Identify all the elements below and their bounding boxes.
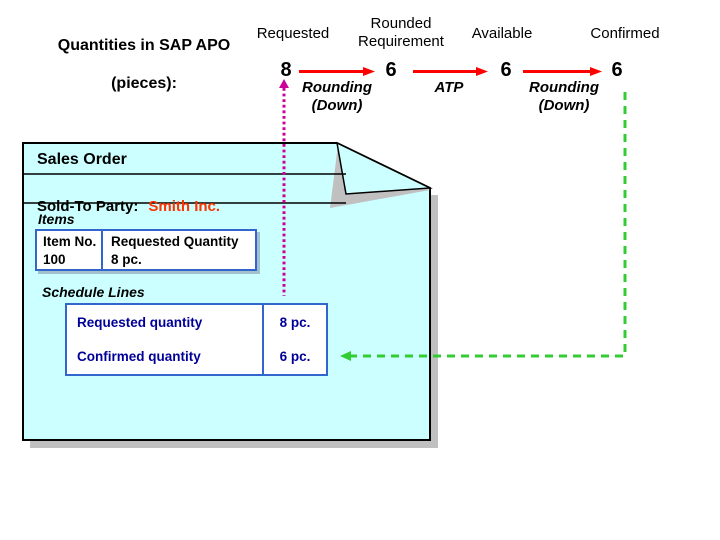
schedule-table-value-column: 8 pc. 6 pc. (264, 305, 326, 374)
column-header-rounded-requirement: Rounded Requirement (358, 15, 444, 50)
sales-order-title: Sales Order (37, 151, 127, 168)
value-available: 6 (500, 59, 512, 81)
document-shadow-bottom (30, 440, 438, 448)
arrow-rounding-2-head (590, 67, 602, 76)
items-col2-header: Requested Quantity (111, 234, 239, 249)
schedule-row-confirmed-value: 6 pc. (279, 349, 311, 365)
items-col1-header: Item No. (43, 234, 97, 249)
green-dashed-connector (351, 92, 627, 358)
schedule-lines-table: Requested quantity Confirmed quantity 8 … (65, 303, 328, 376)
schedule-table-label-column: Requested quantity Confirmed quantity (67, 305, 264, 374)
arrow-atp-head (476, 67, 488, 76)
folded-corner (336, 141, 433, 195)
items-section-label: Items (38, 211, 75, 227)
green-dashed-connector-head (340, 351, 351, 361)
schedule-row-requested-label: Requested quantity (77, 314, 203, 330)
sold-to-row: Sold-To Party: Smith Inc. (37, 181, 220, 215)
schedule-row-requested-value: 8 pc. (279, 314, 311, 330)
diagram-title-line2: (pieces): (111, 75, 177, 92)
items-col1-value: 100 (43, 252, 66, 267)
arrow-rounding-1-head (363, 67, 375, 76)
arrow-label-atp: ATP (434, 79, 464, 96)
column-header-available: Available (471, 25, 533, 42)
sold-to-value: Smith Inc. (148, 198, 221, 215)
items-col2-value: 8 pc. (111, 252, 142, 267)
items-table-col-item-no: Item No. 100 (37, 231, 103, 269)
schedule-row-confirmed-label: Confirmed quantity (77, 349, 201, 365)
magenta-dotted-arrow-head (279, 79, 289, 88)
value-confirmed: 6 (611, 59, 623, 81)
items-table: Item No. 100 Requested Quantity 8 pc. (35, 229, 257, 271)
diagram-title-line1: Quantities in SAP APO (57, 37, 231, 54)
schedule-lines-section-label: Schedule Lines (42, 284, 145, 300)
value-requested: 8 (280, 59, 292, 81)
value-rounded-requirement: 6 (385, 59, 397, 81)
document-shadow-right (430, 195, 438, 447)
column-header-confirmed: Confirmed (590, 25, 660, 42)
sold-to-label: Sold-To Party: (37, 198, 139, 215)
arrow-label-rounding-1: Rounding (Down) (302, 79, 372, 114)
arrow-label-rounding-2: Rounding (Down) (529, 79, 599, 114)
diagram-title: Quantities in SAP APO (pieces): (40, 17, 248, 93)
column-header-requested: Requested (256, 25, 330, 42)
items-table-col-requested-qty: Requested Quantity 8 pc. (103, 231, 255, 269)
